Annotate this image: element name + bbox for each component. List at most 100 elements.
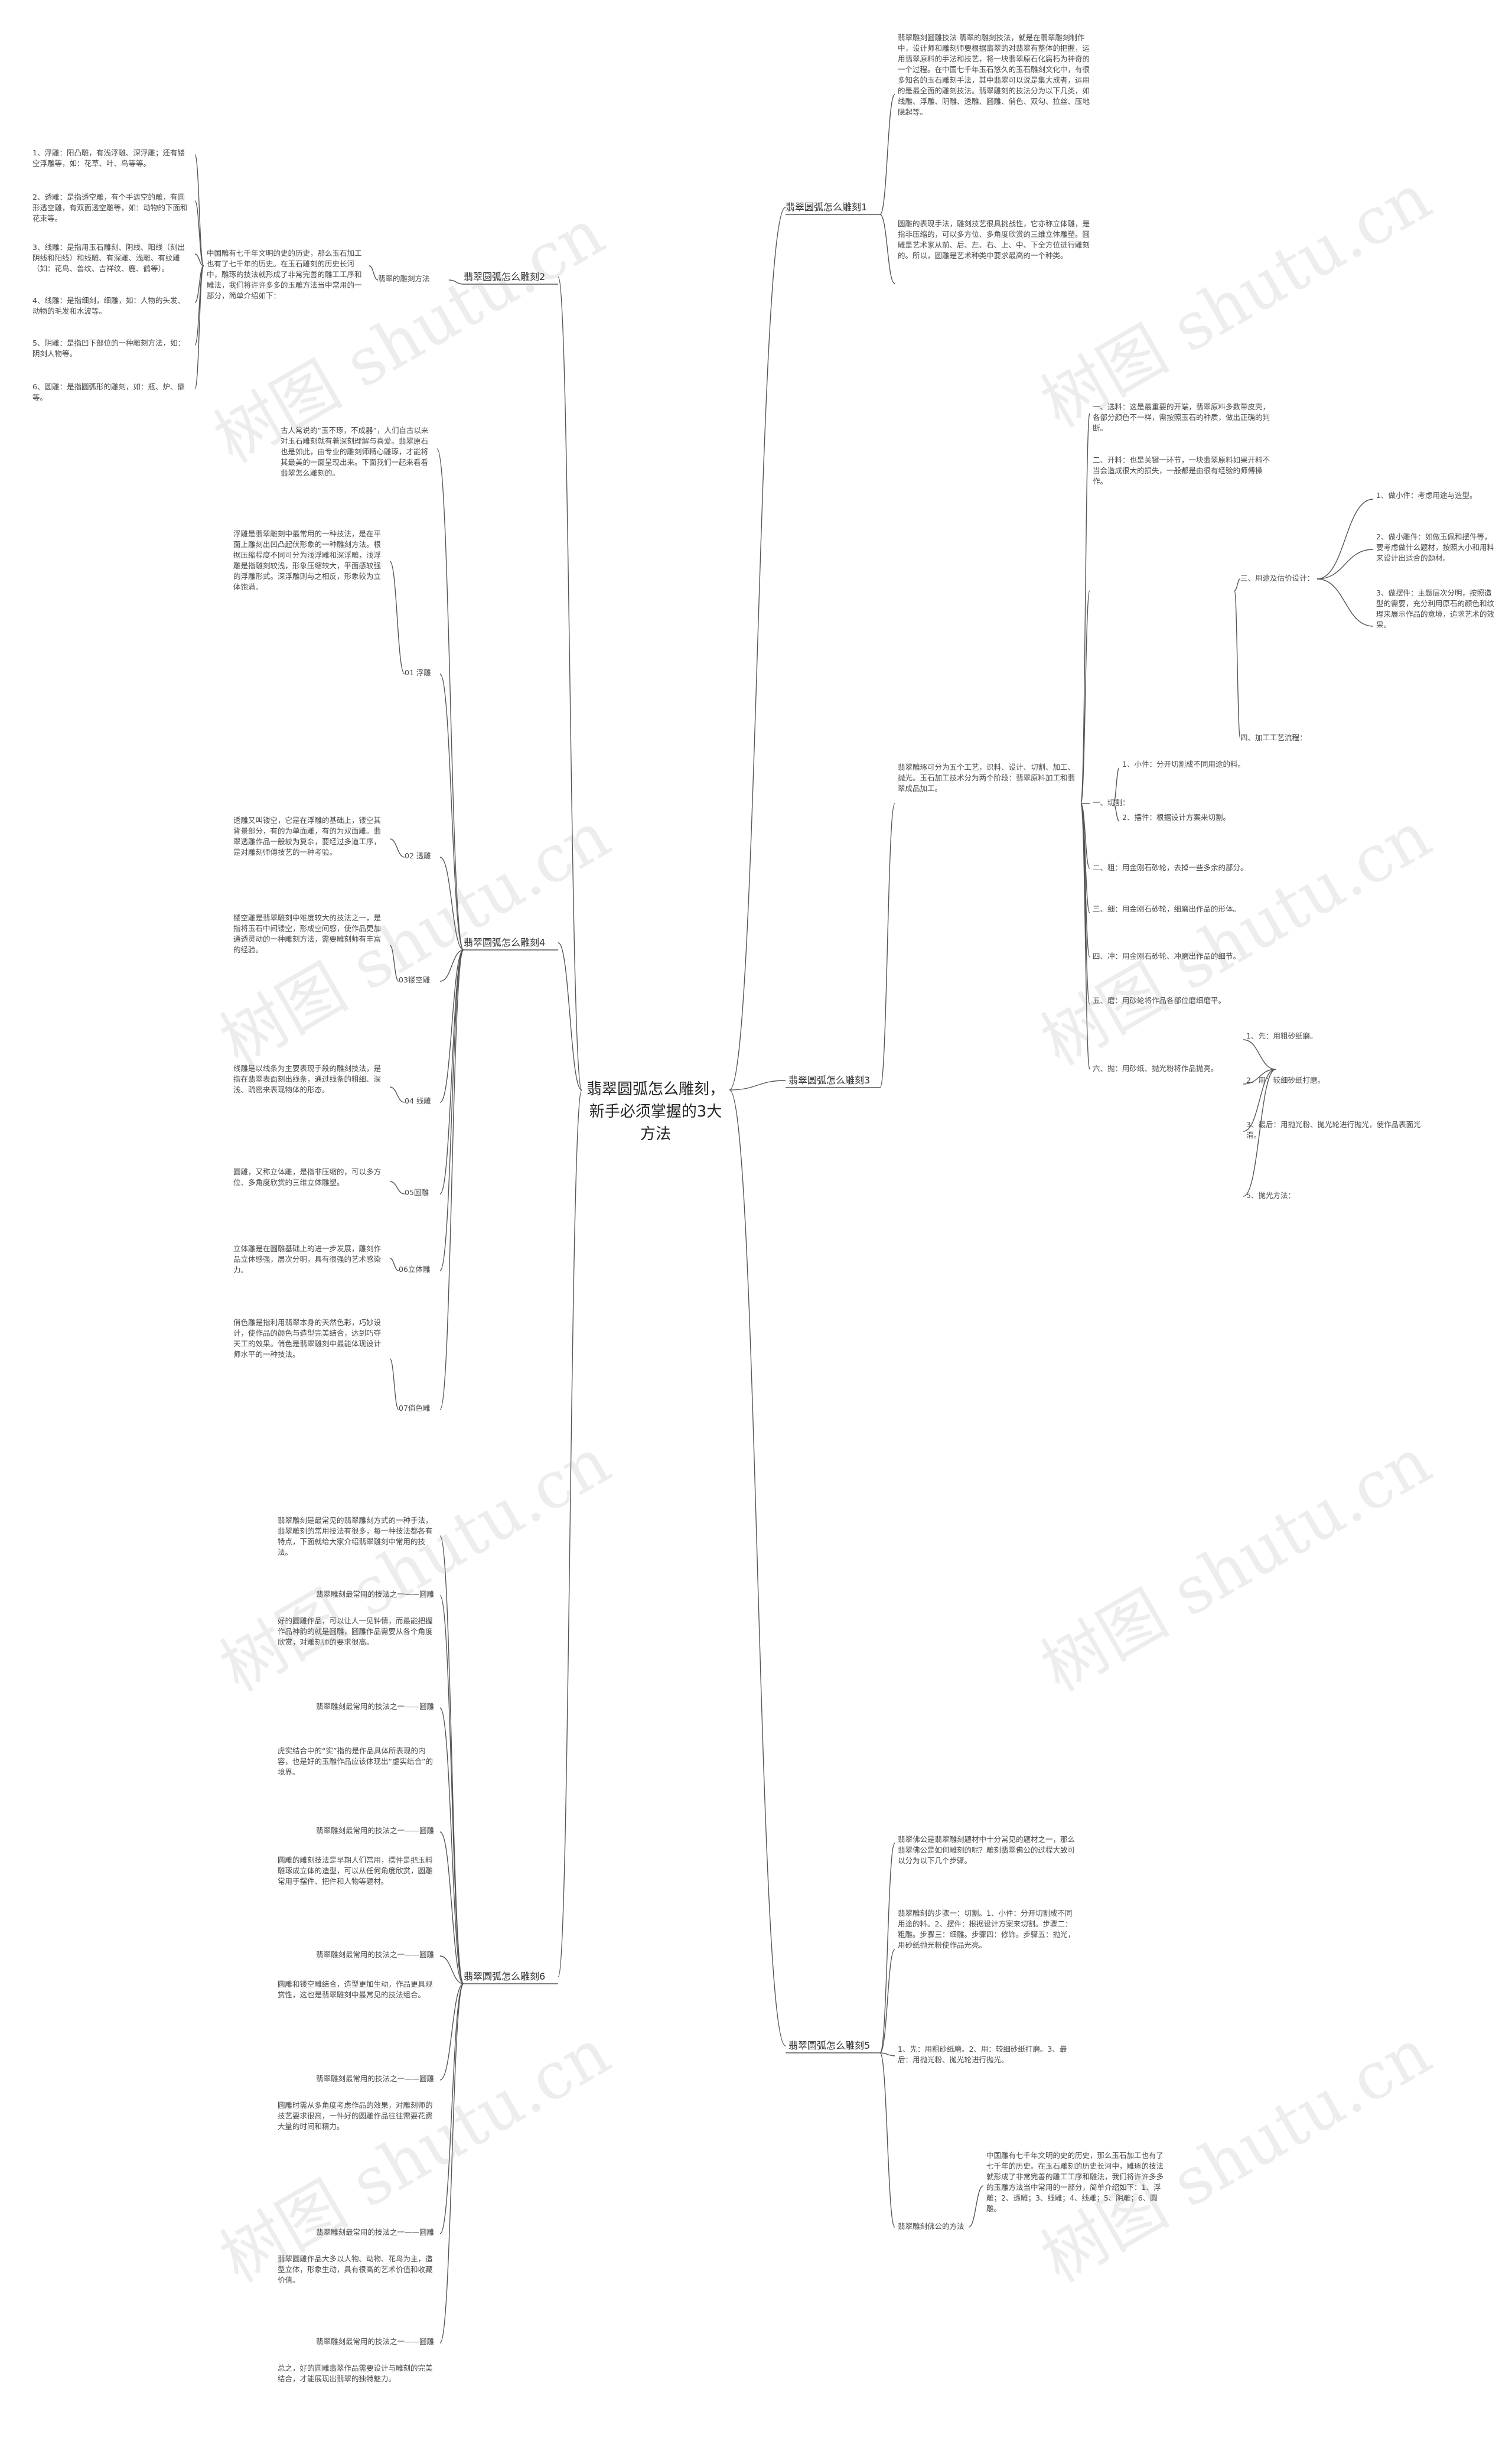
branch-3-cut-item: 1、小件：分开切割成不同用途的料。 bbox=[1122, 760, 1245, 769]
connector-line bbox=[439, 949, 464, 1103]
branch-3-process: 四、加工工艺流程： bbox=[1240, 733, 1307, 742]
branch-2-item: 3、线雕：是指用玉石雕刻、阴线、阳线（刻出阴线和阳线）和线雕、有深雕、浅雕、有纹… bbox=[32, 243, 185, 273]
connector-line bbox=[1243, 1069, 1276, 1132]
branch-6-item-head: 翡翠雕刻最常用的技法之一——圆雕 bbox=[316, 1950, 435, 1959]
branch-3-label[interactable]: 翡翠圆弧怎么雕刻3 bbox=[788, 1075, 871, 1086]
branch-2-item: 5、阴雕：是指凹下部位的一种雕刻方法，如：阴刻人物等。 bbox=[32, 339, 185, 358]
branch-2-item: 2、透雕：是指透空雕，有个手遮空的雕，有圆形透空雕，有双面透空雕等，如：动物的下… bbox=[32, 193, 188, 223]
central-topic[interactable]: 翡翠圆弧怎么雕刻，新手必须掌握的3大方法 bbox=[586, 1080, 725, 1143]
connector-line bbox=[369, 265, 379, 281]
branch-3-design-item: 1、做小件：考虑用途与造型。 bbox=[1376, 491, 1477, 500]
connector-line bbox=[729, 1089, 786, 2046]
branch-3-cut: 一、切割： bbox=[1093, 798, 1130, 807]
connector-line bbox=[194, 200, 204, 266]
branch-1-text-1: 翡翠雕刻圆雕技法 翡翠的雕刻技法，就是在翡翠雕刻制作中，设计师和雕刻师要根据翡翠… bbox=[898, 33, 1090, 116]
connector-line bbox=[879, 1843, 895, 2053]
branch-4-cat-tag: 03镂空雕 bbox=[399, 975, 431, 984]
branch-4-cat-tag: 02 透雕 bbox=[405, 851, 431, 860]
connector-line bbox=[389, 838, 405, 858]
branch-1-label[interactable]: 翡翠圆弧怎么雕刻1 bbox=[786, 201, 868, 213]
connector-line bbox=[439, 949, 464, 982]
connector-line bbox=[879, 2052, 895, 2056]
branch-6-item-text: 翡翠圆雕作品大多以人物、动物、花鸟为主，造型立体，形象生动，具有很高的艺术价值和… bbox=[278, 2254, 433, 2284]
connector-line bbox=[439, 1983, 464, 2344]
branch-3-intro: 翡翠雕琢可分为五个工艺，识料、设计、切割、加工、抛光。玉石加工技术分为两个阶段：… bbox=[898, 763, 1076, 793]
connector-line bbox=[1080, 803, 1090, 1070]
branch-2-item: 4、线雕：是指细刻，细雕，如：人物的头发、动物的毛发和水波等。 bbox=[32, 296, 185, 315]
connector-line bbox=[389, 945, 399, 982]
connector-line bbox=[1080, 590, 1090, 804]
connector-line bbox=[879, 803, 895, 1088]
connector-line bbox=[1234, 578, 1241, 591]
branch-4-cat-text: 浮雕是翡翠雕刻中最常用的一种技法，是在平面上雕刻出凹凸起伏形象的一种雕刻方法。根… bbox=[233, 529, 382, 591]
branch-5-intro: 翡翠佛公是翡翠雕刻题材中十分常见的题材之一，那么翡翠佛公是如何雕刻的呢？雕刻翡翠… bbox=[898, 1835, 1076, 1865]
branch-3-step-1: 一、选料：这是最重要的开端，翡翠原料多数带皮壳，各部分颜色不一样，需按照玉石的种… bbox=[1093, 402, 1270, 432]
connector-line bbox=[439, 949, 464, 1271]
branch-6-item-head: 翡翠雕刻最常用的技法之一——圆雕 bbox=[316, 2337, 435, 2346]
connector-line bbox=[439, 1595, 464, 1984]
branch-6-item-text: 圆雕的雕刻技法是早期人们常用，摆件是把玉料雕琢成立体的造型，可以从任何角度欣赏，… bbox=[278, 1856, 433, 1886]
branch-4-cat-tag: 07俏色雕 bbox=[399, 1404, 431, 1412]
branch-3-polish-item: 3、最后：用抛光粉、抛光轮进行抛光，使作品表面光滑。 bbox=[1246, 1120, 1421, 1140]
connector-line bbox=[436, 448, 464, 951]
connector-line bbox=[1243, 1069, 1276, 1085]
branch-6-item-head: 翡翠雕刻最常用的技法之一——圆雕 bbox=[316, 2074, 435, 2083]
branch-1-text-2: 圆雕的表现手法，雕刻技艺很具挑战性，它亦称立体雕，是指非压缩的，可以多方位、多角… bbox=[898, 219, 1090, 260]
branch-4-cat-text: 镂空雕是翡翠雕刻中难度较大的技法之一，是指将玉石中间镂空，形成空间感，使作品更加… bbox=[233, 913, 382, 954]
connector-line bbox=[194, 265, 204, 389]
connector-line bbox=[1113, 767, 1120, 804]
branch-3-design-item: 3、做摆件：主题层次分明，按照造型的需要，充分利用原石的颜色和纹理来展示作品的意… bbox=[1376, 588, 1495, 629]
connector-line bbox=[879, 1949, 895, 2053]
branch-3-cut-item: 2、摆件：根据设计方案来切割。 bbox=[1122, 813, 1230, 822]
connector-line bbox=[1113, 803, 1120, 822]
connector-line bbox=[439, 1983, 464, 2081]
branch-5-label[interactable]: 翡翠圆弧怎么雕刻5 bbox=[788, 2040, 871, 2051]
connector-line bbox=[439, 1535, 464, 1984]
branch-2-sub: 翡翠的雕刻方法 bbox=[378, 274, 430, 283]
branch-4-cat-tag: 05圆雕 bbox=[405, 1188, 429, 1197]
branch-4-intro: 古人常说的“玉不琢，不成器”，人们自古以来对玉石雕刻就有着深刻理解与喜爱。翡翠原… bbox=[281, 426, 429, 477]
connector-line bbox=[194, 154, 204, 266]
connector-line bbox=[439, 1955, 464, 1984]
branch-6-item-text: 圆雕时需从多角度考虑作品的效果，对雕刻师的技艺要求很高，一件好的圆雕作品往往需要… bbox=[278, 2101, 433, 2131]
branch-5-sub: 翡翠雕刻佛公的方法 bbox=[898, 2222, 964, 2231]
connector-line bbox=[1243, 1039, 1276, 1070]
connector-line bbox=[1317, 549, 1374, 580]
branch-3-design: 三、用途及估价设计： bbox=[1240, 574, 1315, 582]
branch-5-text-2: 1、先：用粗砂纸磨。2、用：较细砂纸打磨。3、最后：用抛光粉、抛光轮进行抛光。 bbox=[898, 2045, 1067, 2064]
branch-3-polish-item: 2、用：较细砂纸打磨。 bbox=[1246, 1076, 1325, 1085]
branch-3-polish: 六、抛：用砂纸、抛光粉将作品抛亮。 bbox=[1093, 1064, 1218, 1073]
branch-4-cat-tag: 01 浮雕 bbox=[405, 668, 431, 677]
connector-line bbox=[879, 2052, 895, 2228]
connector-line bbox=[1317, 499, 1374, 580]
branch-6-intro: 翡翠雕刻是最常见的翡翠雕刻方式的一种手法，翡翠雕刻的常用技法有很多，每一种技法都… bbox=[278, 1516, 433, 1557]
branch-4-cat-text: 线雕是以线条为主要表现手段的雕刻技法，是指在翡翠表面刻出线条，通过线条的粗细、深… bbox=[233, 1064, 382, 1094]
branch-6-label[interactable]: 翡翠圆弧怎么雕刻6 bbox=[464, 1971, 546, 1982]
connector-line bbox=[389, 1358, 399, 1410]
branch-6-item-head: 翡翠雕刻最常用的技法之一——圆雕 bbox=[316, 2228, 435, 2237]
connector-line bbox=[879, 214, 895, 284]
connector-line bbox=[879, 94, 895, 215]
branch-4-cat-text: 俏色雕是指利用翡翠本身的天然色彩，巧妙设计，使作品的颜色与造型完美结合，达到巧夺… bbox=[233, 1318, 382, 1359]
branch-4-cat-tag: 06立体雕 bbox=[399, 1265, 431, 1274]
connector-line bbox=[439, 857, 464, 951]
branch-4-cat-text: 圆雕，又称立体雕，是指非压缩的，可以多方位、多角度欣赏的三维立体雕塑。 bbox=[233, 1167, 382, 1187]
branch-3-step: 五、磨：用砂轮将作品各部位磨细磨平。 bbox=[1093, 996, 1226, 1005]
branch-3-design-item: 2、做小雕件：如做玉佩和摆件等，要考虑做什么题材，按照大小和用料来设计出适合的题… bbox=[1376, 532, 1495, 562]
branch-2-label[interactable]: 翡翠圆弧怎么雕刻2 bbox=[464, 271, 546, 282]
branch-6-item-text: 好的圆雕作品，可以让人一见钟情，而最能把握作品神韵的就是圆雕，圆雕作品需要从各个… bbox=[278, 1616, 433, 1646]
connector-line bbox=[439, 949, 464, 1195]
connector-line bbox=[389, 1086, 405, 1103]
branch-4-label[interactable]: 翡翠圆弧怎么雕刻4 bbox=[464, 937, 546, 948]
connector-line bbox=[968, 2185, 984, 2228]
connector-line bbox=[389, 1258, 399, 1271]
branch-6-item-text: 总之，好的圆雕翡翠作品需要设计与雕刻的完美结合，才能展现出翡翠的独特魅力。 bbox=[278, 2364, 433, 2383]
connector-line bbox=[1080, 413, 1090, 804]
connector-line bbox=[194, 253, 204, 266]
branch-3-polish-method: 5、抛光方法： bbox=[1246, 1191, 1295, 1200]
connector-line bbox=[1243, 1069, 1276, 1197]
branch-3-step: 四、冲：用金刚石砂轮、冲磨出作品的细节。 bbox=[1093, 952, 1241, 961]
branch-3-step: 二、粗：用金刚石砂轮，去掉一些多余的部分。 bbox=[1093, 863, 1248, 872]
branch-4-cat-text: 立体雕是在圆雕基础上的进一步发展，雕刻作品立体感强，层次分明，具有很强的艺术感染… bbox=[233, 1244, 382, 1274]
